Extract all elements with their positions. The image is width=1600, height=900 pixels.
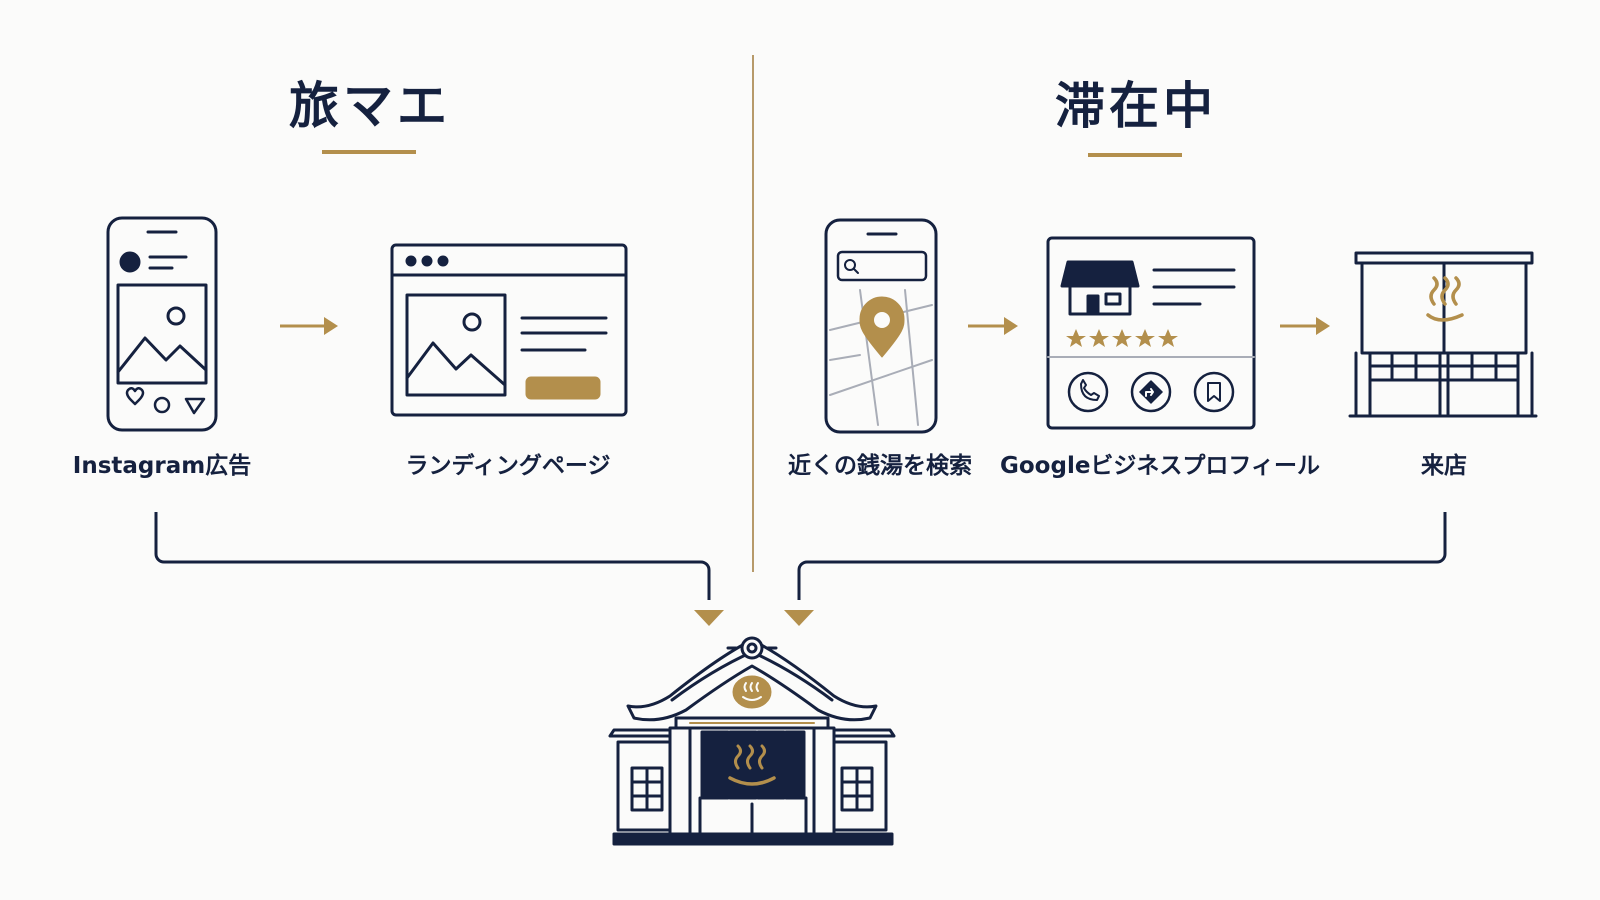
noren-shop-entrance-icon <box>1348 251 1538 418</box>
noren-curtain-icon <box>700 730 806 800</box>
smartphone-instagram-post-icon <box>106 216 218 432</box>
business-profile-card-icon <box>1046 236 1256 430</box>
heading-before-trip: 旅マエ <box>289 77 451 135</box>
arrow-right-icon <box>280 317 338 335</box>
arrow-down-icon <box>694 610 724 626</box>
heading-during-stay: 滞在中 <box>1055 77 1217 135</box>
sento-bathhouse-icon <box>608 636 896 846</box>
connector-during-stay <box>784 512 1447 626</box>
smartphone-map-search-icon <box>824 218 938 434</box>
step-label-instagram-ad: Instagram広告 <box>72 453 252 479</box>
arrow-right-icon <box>968 317 1018 335</box>
step-label-store-visit: 来店 <box>1421 453 1467 479</box>
arrow-right-icon <box>1280 317 1330 335</box>
browser-landing-page-icon <box>390 243 628 417</box>
step-label-search-nearby-sento: 近くの銭湯を検索 <box>788 453 972 479</box>
onsen-mark-icon <box>1426 276 1464 322</box>
connector-before-trip <box>154 512 724 626</box>
rating-stars-icon <box>1066 329 1178 347</box>
step-label-landing-page: ランディングページ <box>405 453 611 479</box>
arrow-down-icon <box>784 610 814 626</box>
step-label-google-business-profile: Googleビジネスプロフィール <box>1000 453 1320 479</box>
